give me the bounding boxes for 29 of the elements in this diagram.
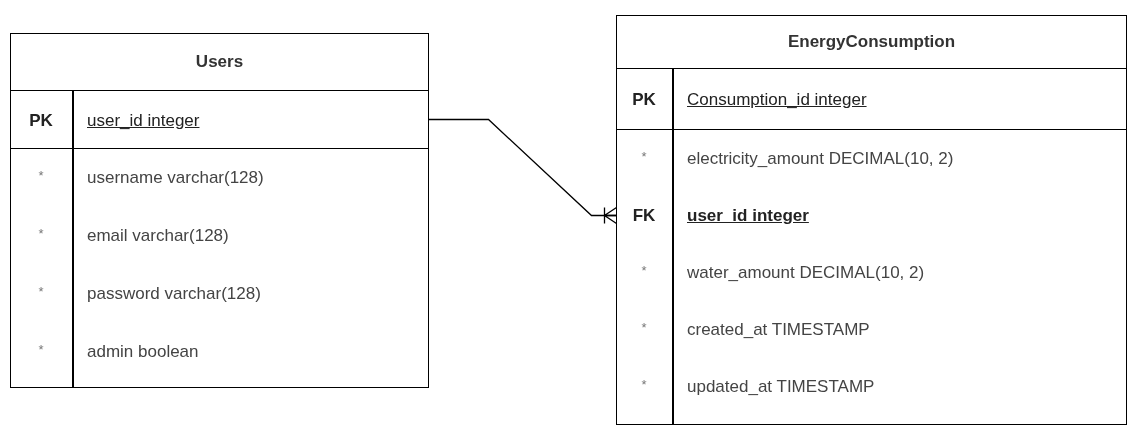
field-label: email varchar(128) <box>87 226 229 246</box>
key-label: * <box>37 342 45 357</box>
field-label: created_at TIMESTAMP <box>687 319 870 340</box>
entity-table <box>10 33 429 388</box>
table-title: EnergyConsumption <box>786 31 957 53</box>
relationship-line <box>427 118 618 225</box>
key-label: * <box>640 148 648 164</box>
field-label: password varchar(128) <box>87 284 261 304</box>
key-label: * <box>640 376 648 392</box>
table-title: Users <box>194 51 245 73</box>
table-row <box>617 68 1126 130</box>
field-label: admin boolean <box>87 342 199 362</box>
key-label: PK <box>28 110 54 131</box>
field-label: water_amount DECIMAL(10, 2) <box>687 262 925 283</box>
entity-table <box>616 15 1127 425</box>
key-label: PK <box>631 90 657 110</box>
field-label: updated_at TIMESTAMP <box>687 376 875 397</box>
key-label: FK <box>631 205 657 226</box>
key-label: * <box>640 262 648 278</box>
table-row <box>11 90 428 149</box>
field-label: username varchar(128) <box>87 168 264 188</box>
key-label: * <box>37 168 45 183</box>
field-label: electricity_amount DECIMAL(10, 2) <box>687 148 954 169</box>
key-label: * <box>37 226 45 241</box>
field-label: user_id integer <box>87 110 200 131</box>
key-label: * <box>640 319 648 335</box>
key-label: * <box>37 284 45 299</box>
field-label: Consumption_id integer <box>687 90 867 110</box>
field-label: user_id integer <box>687 205 809 226</box>
